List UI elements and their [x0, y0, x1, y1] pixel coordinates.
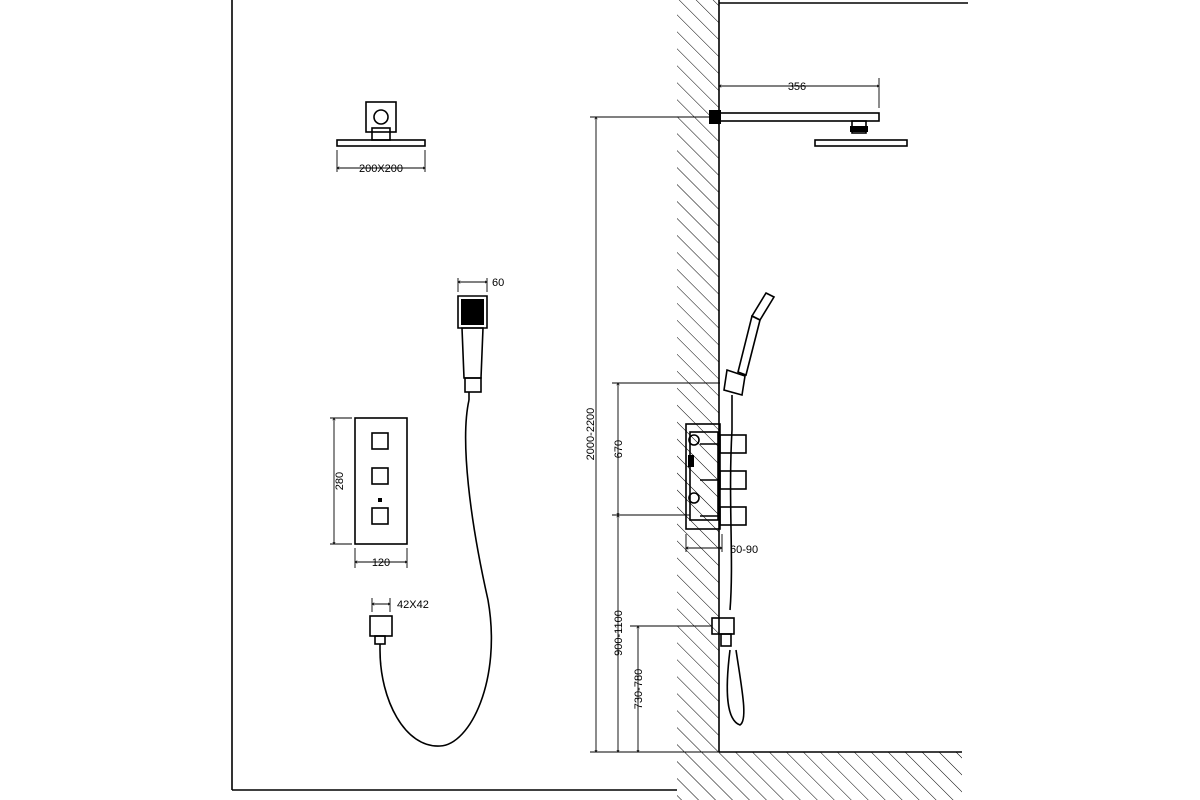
dim-280: 280: [334, 472, 346, 490]
dim-120: 120: [372, 557, 390, 569]
dim-900-1100: 900-1100: [613, 610, 625, 656]
dim-60-90: 60-90: [730, 544, 758, 556]
valve-body-side: 60-90: [685, 423, 758, 556]
dim-670: 670: [613, 440, 625, 458]
dim-42x42: 42X42: [397, 599, 429, 611]
wall-outlet: 42X42: [369, 598, 429, 650]
shower-arm-side: 356: [709, 78, 908, 147]
hand-shower-side: [723, 291, 776, 726]
shower-head-top-view: 200X200: [336, 101, 426, 175]
shower-hose: [379, 399, 493, 747]
vertical-dimensions: 2000-2200 670 900-1100 730-780: [585, 117, 720, 752]
wall-section: [677, 0, 968, 800]
drawing-frame: [231, 0, 677, 791]
dim-356: 356: [788, 81, 806, 93]
dim-60: 60: [492, 277, 504, 289]
dim-730-780: 730-780: [633, 669, 645, 709]
dim-2000-2200: 2000-2200: [585, 408, 597, 461]
dim-200x200: 200X200: [359, 163, 403, 175]
hand-shower: 60: [457, 277, 504, 400]
thermostatic-valve-front: 280 120: [330, 417, 408, 569]
